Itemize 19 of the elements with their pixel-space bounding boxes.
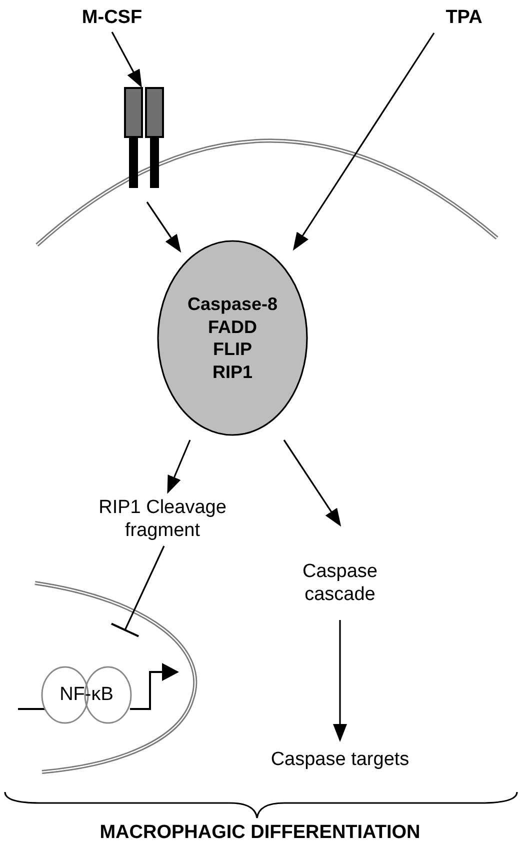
arrow — [146, 202, 182, 253]
stimulus-label: M-CSF — [82, 6, 142, 30]
process-label: Caspase cascade — [302, 561, 378, 607]
transcription-factor-label: NF-κB — [60, 684, 114, 706]
stimulus-label: TPA — [446, 6, 482, 30]
arrow — [111, 32, 142, 88]
protein-label: RIP1 — [212, 360, 253, 383]
arrow — [333, 620, 347, 742]
protein-label: RIP1 Cleavage fragment — [98, 497, 228, 543]
protein-label: FLIP — [213, 338, 252, 360]
arrow — [283, 440, 342, 527]
arrow — [167, 440, 191, 494]
outcome-label: MACROPHAGIC DIFFERENTIATION — [98, 822, 422, 844]
process-label: Caspase targets — [270, 748, 410, 772]
arrow — [292, 32, 435, 251]
protein-label: Caspase-8 — [187, 293, 278, 316]
receptor-drawing — [123, 86, 165, 189]
protein-label: FADD — [208, 316, 257, 338]
inhibition-line — [110, 546, 165, 638]
